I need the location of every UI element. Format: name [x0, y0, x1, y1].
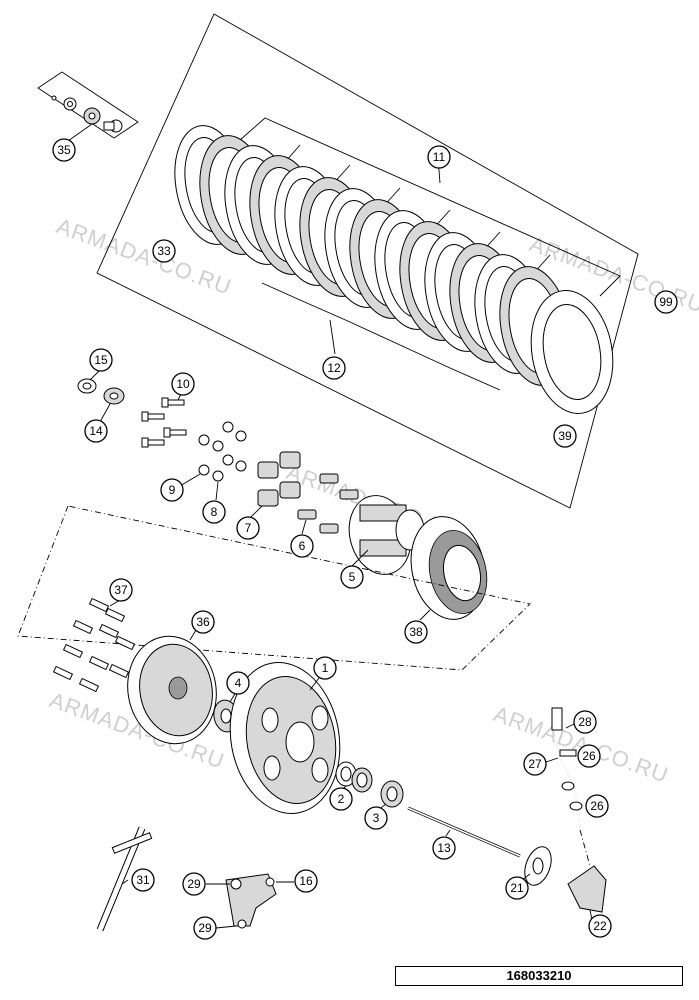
- svg-text:31: 31: [136, 873, 150, 887]
- svg-text:99: 99: [659, 295, 673, 309]
- svg-text:36: 36: [196, 615, 210, 629]
- callout-12: 12: [322, 356, 346, 380]
- svg-text:26: 26: [582, 749, 596, 763]
- svg-text:9: 9: [169, 483, 176, 497]
- svg-text:6: 6: [299, 539, 306, 553]
- primary-gear: [229, 662, 341, 814]
- slave-cylinder: [567, 829, 607, 921]
- callout-16: 16: [294, 869, 318, 893]
- callout-35: 35: [52, 138, 76, 162]
- svg-text:26: 26: [590, 799, 604, 813]
- callout-28: 28: [573, 710, 597, 734]
- springs: [249, 451, 301, 519]
- callout-99: 99: [654, 290, 678, 314]
- svg-text:2: 2: [338, 792, 345, 806]
- damper-hub: [127, 629, 217, 745]
- callout-1: 1: [313, 656, 337, 680]
- callout-26: 26: [585, 794, 609, 818]
- svg-text:33: 33: [157, 244, 171, 258]
- callout-33: 33: [152, 239, 176, 263]
- gasket: [521, 846, 552, 886]
- callout-31: 31: [131, 868, 155, 892]
- callout-36: 36: [191, 610, 215, 634]
- callout-21: 21: [505, 876, 529, 900]
- bolts: [141, 393, 187, 448]
- svg-text:5: 5: [349, 570, 356, 584]
- callout-26: 26: [577, 744, 601, 768]
- callout-5: 5: [340, 565, 364, 589]
- svg-text:16: 16: [299, 874, 313, 888]
- diagram-reference-number: 168033210: [395, 966, 683, 986]
- svg-text:3: 3: [373, 811, 380, 825]
- callout-2: 2: [329, 787, 353, 811]
- clutch-pack-box: [96, 13, 639, 509]
- svg-text:28: 28: [578, 715, 592, 729]
- svg-text:38: 38: [409, 625, 423, 639]
- svg-text:35: 35: [57, 143, 71, 157]
- callout-39: 39: [553, 424, 577, 448]
- callout-15: 15: [89, 348, 113, 372]
- callout-22: 22: [588, 914, 612, 938]
- push-rod: [407, 806, 521, 858]
- svg-text:11: 11: [433, 150, 446, 164]
- slave-cylinder-hose: [545, 707, 583, 831]
- svg-text:37: 37: [114, 583, 128, 597]
- callout-37: 37: [109, 578, 133, 602]
- svg-text:15: 15: [94, 353, 108, 367]
- callout-29: 29: [182, 872, 206, 896]
- callout-9: 9: [160, 478, 184, 502]
- svg-text:8: 8: [211, 505, 218, 519]
- pins: [52, 597, 136, 693]
- callout-8: 8: [202, 500, 226, 524]
- outer-basket: [410, 516, 488, 621]
- callout-14: 14: [84, 419, 108, 443]
- svg-text:14: 14: [89, 424, 103, 438]
- callout-29: 29: [193, 916, 217, 940]
- callout-13: 13: [432, 836, 456, 860]
- kit-35-group: [37, 71, 139, 142]
- svg-text:4: 4: [235, 676, 242, 690]
- svg-text:13: 13: [437, 841, 451, 855]
- svg-text:21: 21: [510, 881, 524, 895]
- callout-27: 27: [523, 752, 547, 776]
- svg-text:27: 27: [528, 757, 542, 771]
- nut-and-washer: [77, 369, 125, 423]
- damper-springs: [297, 473, 359, 535]
- callout-38: 38: [404, 620, 428, 644]
- svg-text:10: 10: [176, 377, 190, 391]
- callout-6: 6: [290, 534, 314, 558]
- washers: [179, 421, 247, 501]
- svg-text:1: 1: [322, 661, 329, 675]
- callout-3: 3: [364, 806, 388, 830]
- callout-7: 7: [236, 516, 260, 540]
- svg-text:39: 39: [558, 429, 572, 443]
- clutch-disc-stack: [174, 125, 614, 414]
- svg-text:12: 12: [327, 361, 341, 375]
- svg-text:22: 22: [593, 919, 607, 933]
- svg-text:7: 7: [245, 521, 252, 535]
- callout-11: 11: [427, 145, 451, 169]
- svg-text:29: 29: [198, 921, 212, 935]
- callout-10: 10: [171, 372, 195, 396]
- bushings: [335, 761, 404, 811]
- svg-text:29: 29: [187, 877, 201, 891]
- dashed-kit-box: [17, 505, 531, 671]
- callout-4: 4: [226, 671, 250, 695]
- clutch-bracket: [206, 873, 294, 929]
- grease-gun: [96, 826, 153, 932]
